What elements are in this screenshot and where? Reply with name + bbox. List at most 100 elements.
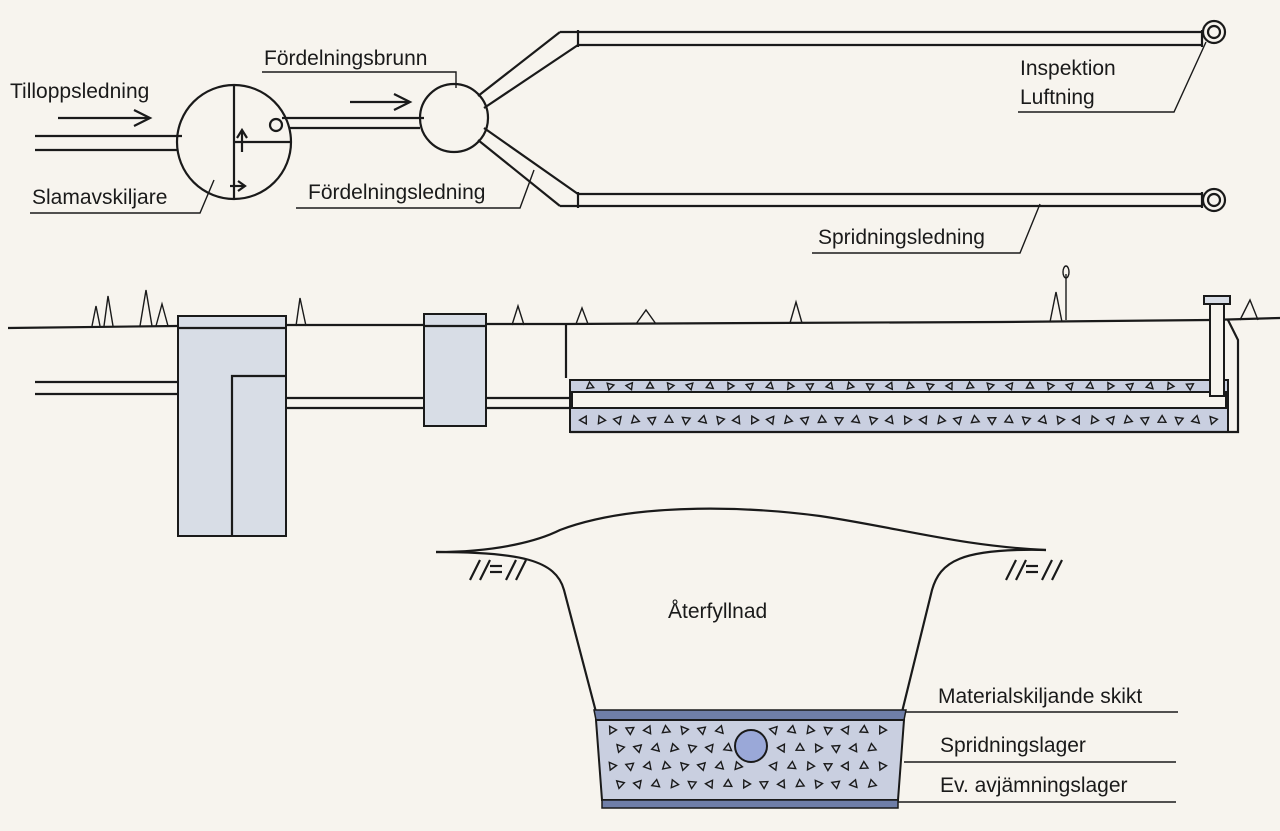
distribution-well-section (423, 313, 487, 427)
gravel-triangle (840, 725, 850, 736)
gravel-triangle (884, 381, 894, 391)
gravel-triangle (768, 761, 778, 772)
gravel-triangle (776, 743, 786, 754)
gravel-triangle (795, 778, 806, 788)
gravel-triangle (1021, 416, 1032, 426)
gravel-triangle (834, 416, 845, 426)
gravel-triangle (1064, 382, 1074, 392)
gravel-triangle (878, 761, 888, 772)
gravel-triangle (624, 762, 635, 772)
gravel-triangle (868, 415, 879, 426)
gravel-triangle (1004, 381, 1014, 391)
gravel-triangle (817, 414, 828, 424)
gravel-triangle (758, 780, 769, 790)
gravel-triangle-icon (608, 724, 888, 790)
gravel-triangle (1166, 381, 1176, 391)
gravel-triangle (612, 415, 622, 426)
gravel-triangle (597, 414, 607, 425)
gravel-triangle (727, 381, 736, 391)
gravel-triangle (786, 760, 797, 770)
gravel-triangle (970, 414, 981, 424)
gravel-triangle (742, 778, 752, 790)
longitudinal-section (7, 265, 1280, 537)
gravel-triangle (925, 382, 936, 392)
gravel-triangle (944, 381, 953, 391)
gravel-triangle (906, 380, 916, 390)
gravel-triangle (952, 415, 963, 426)
gravel-triangle (986, 382, 996, 392)
gravel-triangle (650, 742, 661, 753)
gravel-triangle (680, 725, 690, 736)
gravel-triangle (608, 761, 618, 772)
plan-view: Tilloppsledning Fördelningsbrunn Slamavs… (10, 19, 1227, 254)
grass-tufts (91, 265, 1259, 327)
branch-upper-b (483, 44, 579, 109)
gravel-triangle (986, 416, 997, 426)
label-spreading-layer: Spridningslager (940, 734, 1086, 757)
gravel-triangle (1185, 383, 1195, 392)
gravel-triangle (1056, 415, 1066, 426)
gravel-triangle (1190, 414, 1201, 425)
flow-arrow-icon (58, 109, 153, 127)
gravel-triangle (681, 416, 692, 426)
gravel-triangle (830, 744, 841, 754)
gravel-triangle (722, 778, 733, 788)
gravel-triangle (867, 742, 878, 752)
gravel-triangle (786, 724, 797, 734)
gravel-triangle (1003, 414, 1014, 424)
gravel-triangle (661, 724, 672, 734)
gravel-triangle (1174, 416, 1185, 426)
inspection-cap-icon (1201, 19, 1227, 45)
gravel-triangle (687, 744, 698, 754)
gravel-triangle (687, 780, 698, 790)
gravel-triangle (679, 761, 690, 772)
gravel-triangle (642, 724, 652, 735)
label-separating-layer: Materialskiljande skikt (938, 685, 1142, 708)
gravel-triangle (1105, 415, 1115, 426)
gravel-triangle (937, 414, 947, 425)
label-backfill: Återfyllnad (668, 600, 767, 623)
gravel-triangle (867, 778, 878, 788)
ground-hatch-icon (1005, 559, 1063, 581)
ground-hatch-icon (469, 559, 527, 581)
gravel-triangle (1209, 415, 1219, 426)
septic-tank-plan (175, 83, 293, 201)
label-ventilation: Luftning (1020, 86, 1095, 109)
gravel-triangle (765, 415, 775, 426)
gravel-triangle (1125, 382, 1135, 392)
gravel-triangle (794, 742, 806, 752)
gravel-triangle (624, 726, 635, 736)
gravel-triangle (714, 724, 724, 735)
gravel-triangle (661, 760, 672, 770)
gravel-triangle (848, 778, 858, 789)
gravel-triangle (806, 724, 816, 735)
gravel-triangle (624, 381, 634, 391)
gravel-triangle (776, 778, 786, 789)
gravel-triangle (578, 414, 588, 426)
branch-lower-b (483, 127, 579, 195)
gravel-triangle (630, 414, 641, 424)
gravel-triangle (840, 760, 850, 772)
gravel-triangle (1139, 416, 1150, 426)
spreading-pipe-section (571, 391, 1227, 409)
gravel-triangle (1071, 414, 1081, 426)
gravel-triangle (1123, 414, 1134, 424)
gravel-triangle (814, 743, 824, 754)
gravel-triangle (1107, 381, 1116, 391)
gravel-triangle (585, 380, 595, 390)
label-septic-tank: Slamavskiljare (32, 186, 167, 209)
gravel-triangle (684, 382, 694, 392)
gravel-triangle (918, 415, 928, 426)
gravel-triangle (714, 760, 725, 770)
flow-arrow-icon (230, 180, 247, 192)
gravel-triangle (768, 725, 778, 736)
gravel-triangle (731, 414, 741, 425)
gravel-triangle (632, 743, 643, 754)
label-leveling-layer: Ev. avjämningslager (940, 774, 1128, 797)
gravel-triangle (903, 415, 913, 426)
gravel-triangle (823, 726, 834, 736)
flow-arrow-icon (350, 93, 413, 111)
gravel-triangle (704, 779, 714, 790)
gravel-triangle (666, 381, 676, 391)
